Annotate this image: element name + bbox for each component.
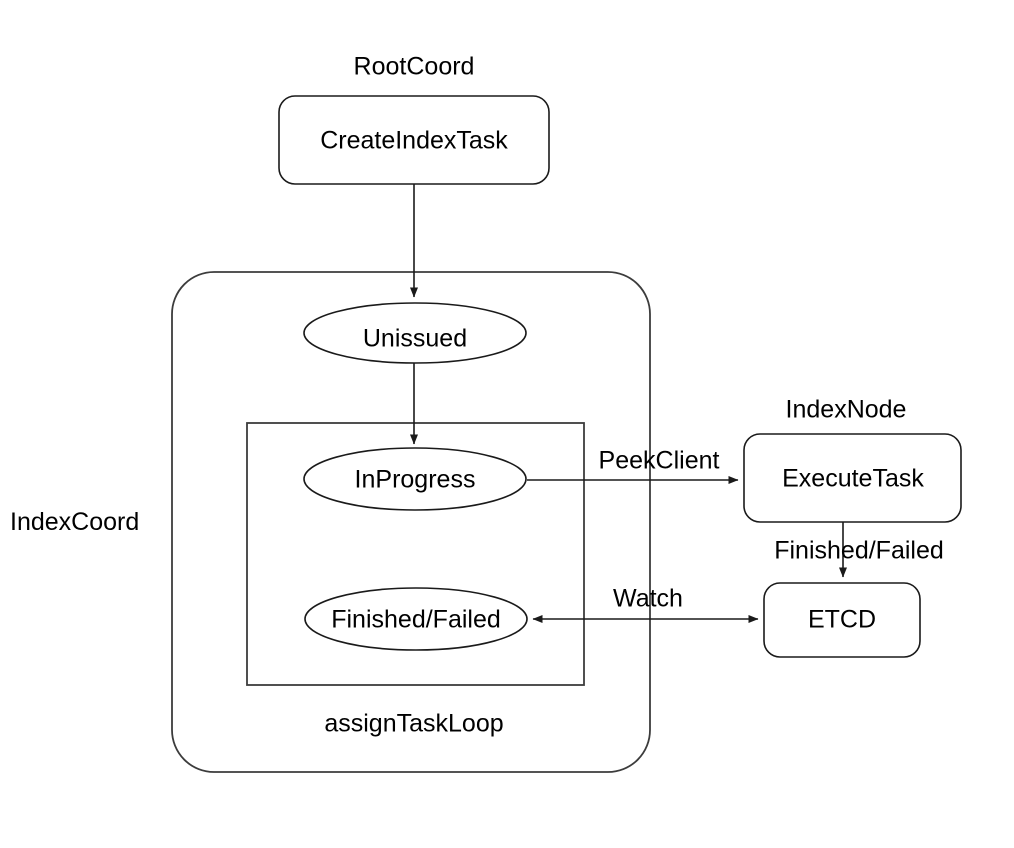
group-label-indexnode: IndexNode <box>785 395 907 424</box>
node-label-finished-failed-state: Finished/Failed <box>331 605 501 634</box>
edge-label-finished-failed: Finished/Failed <box>774 536 944 565</box>
node-execute-task-shape[interactable] <box>743 433 962 523</box>
group-label-indexcoord: IndexCoord <box>10 508 140 536</box>
group-label-rootcoord: RootCoord <box>353 52 475 81</box>
node-inprogress-shape[interactable] <box>303 447 527 511</box>
group-label-assigntaskloop: assignTaskLoop <box>324 709 504 738</box>
node-etcd-shape[interactable] <box>763 582 921 658</box>
group-assigntaskloop-box <box>246 422 585 686</box>
node-label-create-index-task: CreateIndexTask <box>320 126 508 155</box>
node-label-unissued: Unissued <box>362 324 468 353</box>
node-create-index-task-shape[interactable] <box>278 95 550 185</box>
node-label-execute-task: ExecuteTask <box>782 464 924 493</box>
node-finished-failed-shape[interactable] <box>304 587 528 651</box>
node-label-inprogress: InProgress <box>354 465 476 494</box>
node-unissued-shape[interactable] <box>303 302 527 364</box>
edge-label-peekclient: PeekClient <box>598 446 720 475</box>
group-indexcoord-box <box>171 271 651 773</box>
node-label-etcd: ETCD <box>807 605 877 634</box>
edge-label-watch: Watch <box>613 584 683 613</box>
